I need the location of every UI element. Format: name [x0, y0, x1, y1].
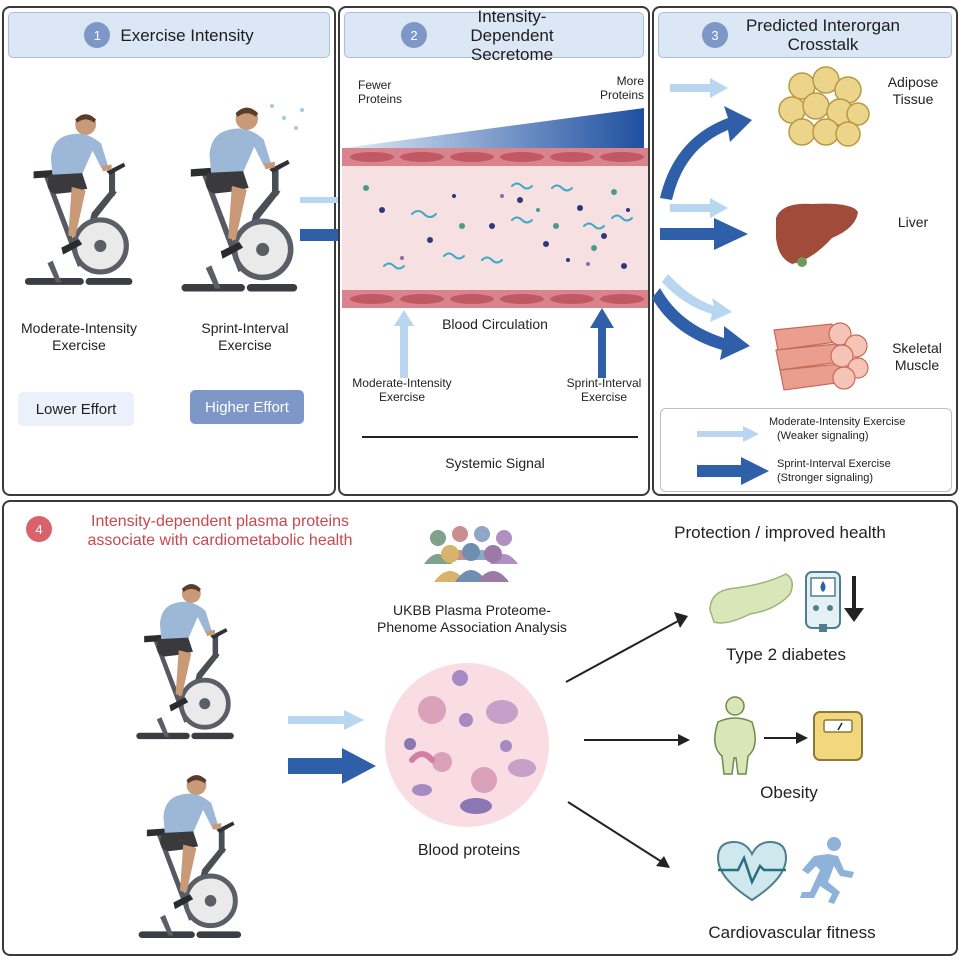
- panel-secretome: 2 Intensity-Dependent Secretome Fewer Pr…: [338, 6, 650, 496]
- moderate-cyclist-illustration: [18, 100, 148, 300]
- skeletal-muscle-icon: [773, 322, 869, 391]
- sprint-exercise-label: Sprint-Interval Exercise: [201, 320, 289, 353]
- higher-effort-badge: Higher Effort: [190, 390, 304, 424]
- obesity-arrow: [764, 732, 808, 744]
- legend-moderate-note: (Weaker signaling): [777, 430, 869, 442]
- sprint-cyclist-illustration-2: [132, 764, 256, 950]
- protein-gradient-wedge: [344, 108, 644, 148]
- moderate-protein-arrow: [288, 710, 364, 730]
- fewer-proteins-label: Fewer Proteins: [358, 78, 403, 106]
- more-proteins-label: More Proteins: [599, 74, 644, 102]
- panel-interorgan-crosstalk: 3 Predicted Interorgan Crosstalk Adipose…: [652, 6, 958, 496]
- association-arrows: [565, 612, 690, 868]
- protection-heading: Protection / improved health: [674, 523, 886, 542]
- legend-sprint-note: (Stronger signaling): [777, 472, 873, 484]
- crosstalk-arrows: [652, 78, 752, 360]
- moderate-upward-arrow: [394, 310, 414, 378]
- ukbb-analysis-label: UKBB Plasma Proteome-Phenome Association…: [377, 602, 567, 635]
- organ-label-skeletal-muscle: Skeletal Muscle: [892, 340, 942, 373]
- legend-moderate-arrow-icon: [697, 426, 759, 442]
- step-badge-1: 1: [84, 22, 111, 48]
- heart-pulse-icon: [716, 840, 788, 902]
- obese-person-icon: [714, 696, 756, 775]
- step-badge-3: 3: [702, 22, 728, 48]
- panel-exercise-intensity: 1 Exercise Intensity Moderate-Intensity …: [2, 6, 336, 496]
- crosstalk-legend: Moderate-Intensity Exercise (Weaker sign…: [660, 408, 952, 492]
- panel-3-title: Predicted Interorgan Crosstalk: [745, 16, 901, 54]
- systemic-signal-divider: [362, 436, 638, 438]
- decrease-arrow-icon: [844, 576, 864, 622]
- lower-effort-badge: Lower Effort: [18, 392, 134, 426]
- step-badge-2: 2: [401, 22, 427, 48]
- organ-label-adipose: Adipose Tissue: [887, 74, 939, 107]
- panel-2-header: 2 Intensity-Dependent Secretome: [344, 7, 644, 64]
- runner-icon: [800, 837, 854, 904]
- outcome-cardiovascular-fitness: Cardiovascular fitness: [708, 923, 876, 942]
- pancreas-icon: [709, 573, 793, 624]
- liver-icon: [776, 203, 858, 267]
- blood-circulation-label: Blood Circulation: [442, 316, 548, 332]
- systemic-signal-label: Systemic Signal: [445, 455, 545, 471]
- panel-cardiometabolic-health: 4 Intensity-dependent plasma proteins as…: [2, 500, 958, 956]
- blood-vessel-illustration: [342, 148, 648, 308]
- outcome-type-2-diabetes: Type 2 diabetes: [725, 645, 847, 664]
- panel-3-header: 3 Predicted Interorgan Crosstalk: [658, 12, 952, 58]
- panel-1-title: Exercise Intensity: [120, 25, 254, 45]
- sprint-exercise-label-2: Sprint-Interval Exercise: [566, 376, 642, 404]
- panel-2-title: Intensity-Dependent Secretome: [470, 6, 554, 64]
- sprint-protein-arrow: [288, 748, 376, 784]
- moderate-exercise-label-2: Moderate-Intensity Exercise: [352, 376, 452, 404]
- glucose-meter-icon: [805, 571, 841, 632]
- blood-proteins-label: Blood proteins: [417, 842, 521, 859]
- blood-proteins-circle-illustration: [385, 663, 549, 827]
- outcome-obesity: Obesity: [760, 783, 818, 802]
- moderate-exercise-label: Moderate-Intensity Exercise: [21, 320, 137, 353]
- legend-sprint-arrow-icon: [697, 457, 769, 485]
- panel-1-header: 1 Exercise Intensity: [8, 12, 330, 58]
- organ-label-liver: Liver: [897, 214, 929, 230]
- weight-scale-icon: [813, 711, 863, 761]
- legend-sprint-label: Sprint-Interval Exercise: [777, 458, 891, 470]
- panel-4-title: Intensity-dependent plasma proteins asso…: [87, 513, 353, 549]
- sweat-drops-icon: [270, 104, 304, 130]
- population-group-icon: [424, 526, 518, 582]
- adipose-tissue-icon: [778, 66, 870, 147]
- sprint-upward-arrow: [590, 308, 614, 378]
- moderate-cyclist-illustration-2: [130, 572, 248, 752]
- step-badge-4: 4: [26, 516, 52, 542]
- legend-moderate-label: Moderate-Intensity Exercise: [769, 416, 906, 428]
